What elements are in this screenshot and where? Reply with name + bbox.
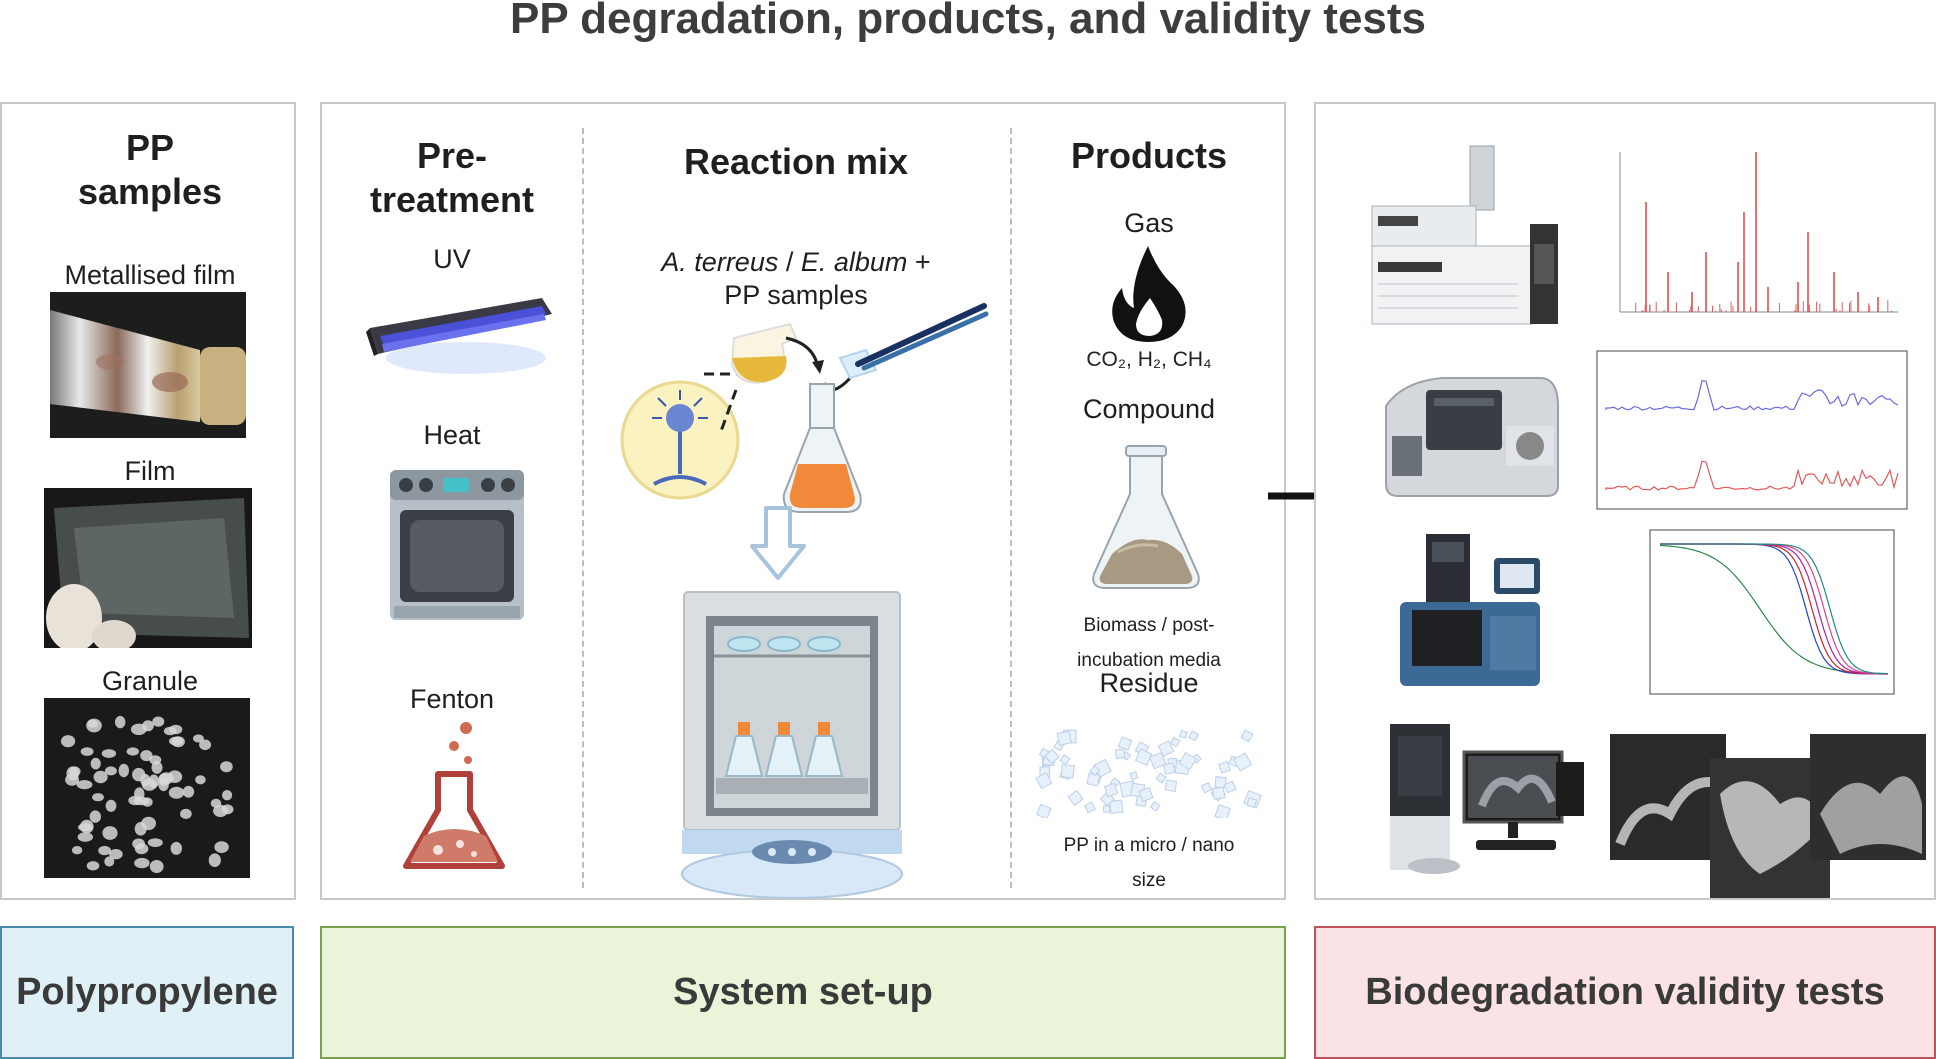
reaction-pp-samples: PP samples (724, 280, 868, 310)
residue-desc-line-2: size (1132, 870, 1166, 891)
gas-formula: CO₂, H₂, CH₄ (1086, 348, 1212, 371)
flame-icon (1108, 242, 1190, 342)
plus-sign: + (907, 247, 931, 277)
reaction-organisms: A. terreus / E. album + PP samples (582, 246, 1010, 312)
uv-lamp-icon (366, 284, 552, 384)
divider-2 (1010, 128, 1012, 888)
setup-panel: Pre-treatment UV Heat Fenton (320, 102, 1286, 900)
compound-label: Compound (1082, 394, 1216, 424)
samples-panel: PP samples Metallised film Film (0, 102, 296, 900)
compound-desc-line-1: Biomass / post- (1083, 615, 1215, 636)
oven-icon (388, 468, 526, 622)
compound-description: Biomass / post- incubation media (1010, 608, 1288, 678)
gc-ms-instrument-icon (1368, 144, 1560, 326)
sample-label-granule: Granule (101, 666, 199, 696)
validity-panel (1314, 102, 1936, 900)
reaction-mix-illustration (614, 294, 994, 574)
diagram-title: PP degradation, products, and validity t… (509, 0, 1427, 43)
sem-workstation-icon (1386, 716, 1586, 880)
sample-label-metallised-film: Metallised film (64, 260, 236, 290)
residue-desc-line-1: PP in a micro / nano (1063, 835, 1235, 856)
sem-micrographs (1610, 734, 1926, 898)
residue-label: Residue (1099, 668, 1199, 698)
organism-separator: / (778, 247, 801, 277)
reaction-header: Reaction mix (683, 141, 909, 182)
gc-ms-spectrum-chart (1598, 142, 1904, 328)
organism-e-album: E. album (800, 247, 908, 277)
incubator-icon (680, 590, 904, 900)
ftir-instrument-icon (1382, 366, 1562, 500)
residue-description: PP in a micro / nano size (1010, 828, 1288, 898)
pretreatment-uv-label: UV (433, 244, 471, 274)
down-arrow-icon (750, 506, 806, 582)
samples-header: PP samples (77, 127, 223, 212)
fenton-flask-icon (402, 718, 506, 874)
band-system-setup: System set-up (320, 926, 1286, 1059)
ftir-spectra-chart (1596, 350, 1908, 510)
compound-desc-line-2: incubation media (1077, 650, 1221, 671)
gas-label: Gas (1124, 208, 1174, 238)
pretreatment-fenton-label: Fenton (409, 684, 495, 714)
sample-label-film: Film (124, 456, 176, 486)
pretreatment-heat-label: Heat (423, 420, 481, 450)
divider-1 (582, 128, 584, 888)
pretreatment-header: Pre-treatment (369, 135, 535, 220)
organism-a-terreus: A. terreus (661, 247, 779, 277)
tga-instrument-icon (1398, 532, 1548, 688)
granule-photo (44, 698, 250, 878)
tga-curve-chart (1600, 524, 1900, 716)
band-polypropylene: Polypropylene (0, 926, 294, 1059)
film-photo (44, 488, 252, 648)
metallised-film-photo (50, 292, 246, 438)
products-header: Products (1070, 135, 1228, 176)
residue-particles-icon (1032, 722, 1268, 818)
band-validity-tests: Biodegradation validity tests (1314, 926, 1936, 1059)
compound-flask-icon (1088, 442, 1204, 594)
